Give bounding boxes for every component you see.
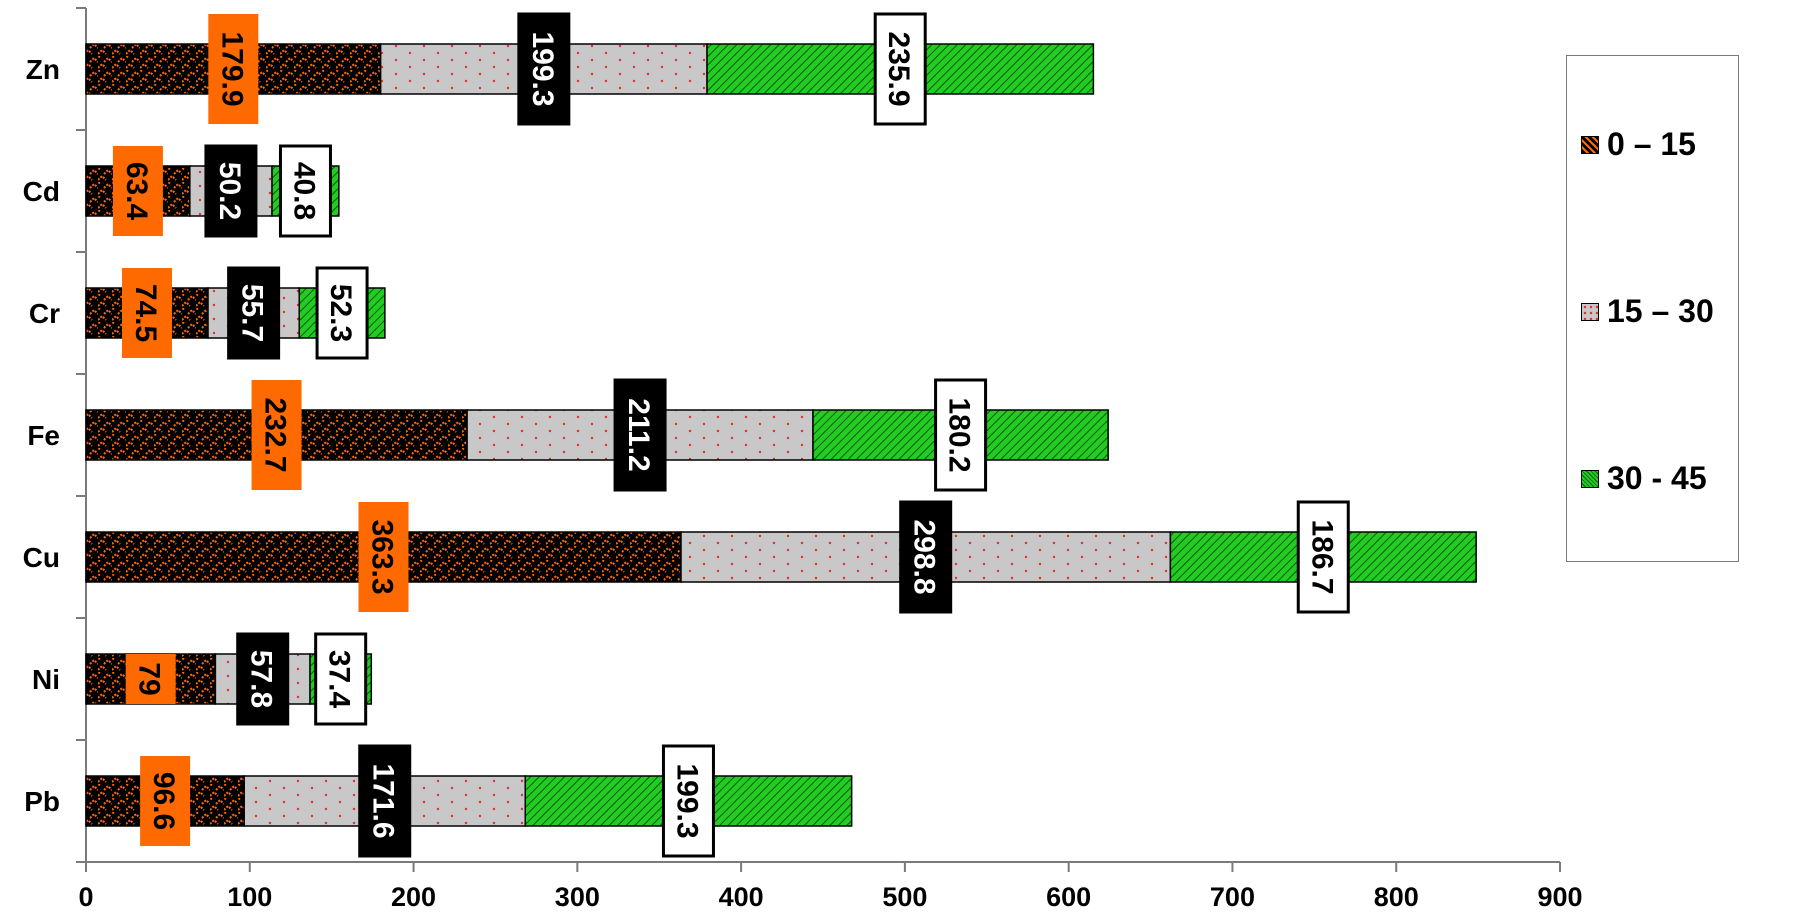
data-label: 79	[125, 654, 176, 704]
data-label-text: 57.8	[245, 650, 278, 708]
y-category-label: Ni	[32, 664, 60, 695]
x-tick-label: 400	[719, 882, 764, 912]
data-label-box	[122, 268, 173, 358]
data-label-text: 186.7	[1305, 519, 1338, 594]
data-label-text: 179.9	[215, 31, 248, 106]
data-label-text: 363.3	[366, 519, 399, 594]
data-label: 74.5	[122, 268, 173, 358]
legend-label: 0 – 15	[1607, 126, 1696, 162]
data-label: 55.7	[227, 266, 281, 360]
data-label-box	[236, 632, 290, 726]
data-label-text: 37.4	[323, 650, 356, 709]
data-label: 63.4	[112, 146, 163, 236]
data-label: 199.3	[661, 744, 715, 858]
data-label: 211.2	[613, 378, 667, 492]
data-label-box	[613, 378, 667, 492]
legend-swatch-dots	[1581, 302, 1599, 321]
data-label-box	[208, 14, 259, 124]
data-label: 186.7	[1296, 500, 1350, 614]
data-label: 363.3	[358, 502, 409, 612]
data-label-text: 96.6	[147, 772, 180, 830]
legend-label: 15 – 30	[1607, 293, 1714, 329]
data-label-box	[125, 654, 176, 704]
data-label: 298.8	[899, 500, 953, 614]
data-label: 40.8	[278, 144, 332, 238]
data-label-text: 199.3	[526, 31, 559, 106]
data-label-text: 211.2	[622, 398, 655, 471]
x-tick-label: 200	[391, 882, 436, 912]
data-label-text: 199.3	[670, 763, 703, 838]
data-label: 235.9	[873, 12, 927, 126]
legend: 0 – 15 15 – 30 30 - 45	[1566, 55, 1739, 562]
legend-label: 30 - 45	[1607, 460, 1707, 496]
data-label-box	[517, 12, 571, 126]
data-label-box	[140, 756, 191, 846]
y-category-label: Cd	[23, 176, 60, 207]
data-label: 180.2	[934, 378, 988, 492]
data-label: 57.8	[236, 632, 290, 726]
y-category-label: Fe	[27, 420, 60, 451]
data-label-box	[251, 380, 302, 490]
data-label: 199.3	[517, 12, 571, 126]
data-label-box	[315, 266, 369, 360]
data-label-text: 63.4	[120, 162, 153, 221]
data-label-text: 50.2	[213, 162, 246, 220]
x-tick-label: 0	[78, 882, 93, 912]
data-label: 171.6	[358, 744, 412, 858]
data-label-box	[873, 12, 927, 126]
x-tick-label: 700	[1210, 882, 1255, 912]
x-tick-label: 100	[227, 882, 272, 912]
y-category-label: Zn	[26, 54, 60, 85]
legend-swatch-diag	[1581, 469, 1599, 488]
legend-item-15-30: 15 – 30	[1581, 293, 1714, 330]
legend-item-30-45: 30 - 45	[1581, 460, 1707, 497]
data-label-text: 232.7	[259, 397, 292, 472]
data-label-text: 40.8	[287, 162, 320, 220]
y-category-label: Cr	[29, 298, 60, 329]
legend-swatch-hatch	[1581, 135, 1599, 154]
data-label-box	[661, 744, 715, 858]
data-label-text: 74.5	[129, 284, 162, 342]
data-label-box	[227, 266, 281, 360]
data-label: 37.4	[314, 632, 368, 726]
data-label-box	[358, 744, 412, 858]
data-label: 52.3	[315, 266, 369, 360]
x-tick-label: 900	[1537, 882, 1582, 912]
x-tick-label: 600	[1046, 882, 1091, 912]
data-label-box	[899, 500, 953, 614]
data-label: 232.7	[251, 380, 302, 490]
x-tick-label: 500	[882, 882, 927, 912]
data-label-text: 180.2	[943, 397, 976, 472]
data-label-text: 235.9	[882, 31, 915, 106]
data-label-text: 52.3	[324, 284, 357, 342]
data-label-text: 55.7	[236, 284, 269, 342]
data-label-text: 79	[133, 662, 166, 695]
y-category-label: Pb	[24, 786, 60, 817]
data-label-box	[278, 144, 332, 238]
data-label: 179.9	[208, 14, 259, 124]
x-tick-label: 300	[555, 882, 600, 912]
data-label-box	[358, 502, 409, 612]
x-tick-label: 800	[1374, 882, 1419, 912]
legend-item-0-15: 0 – 15	[1581, 126, 1696, 163]
data-label-box	[112, 146, 163, 236]
data-label-text: 171.6	[367, 763, 400, 838]
y-category-label: Cu	[23, 542, 60, 573]
data-label-box	[1296, 500, 1350, 614]
data-label: 96.6	[140, 756, 191, 846]
data-labels: 179.9 199.3 235.9 63.4 50.2 40.8 74.5 55.7 52.3 2…	[112, 12, 1350, 858]
data-label: 50.2	[204, 144, 258, 238]
data-label-text: 298.8	[908, 519, 941, 594]
data-label-box	[314, 632, 368, 726]
data-label-box	[204, 144, 258, 238]
axes: 0 100 200 300 400 500 600 700 800 900 ZnCdCrFeCuNi…	[23, 7, 1583, 912]
data-label-box	[934, 378, 988, 492]
